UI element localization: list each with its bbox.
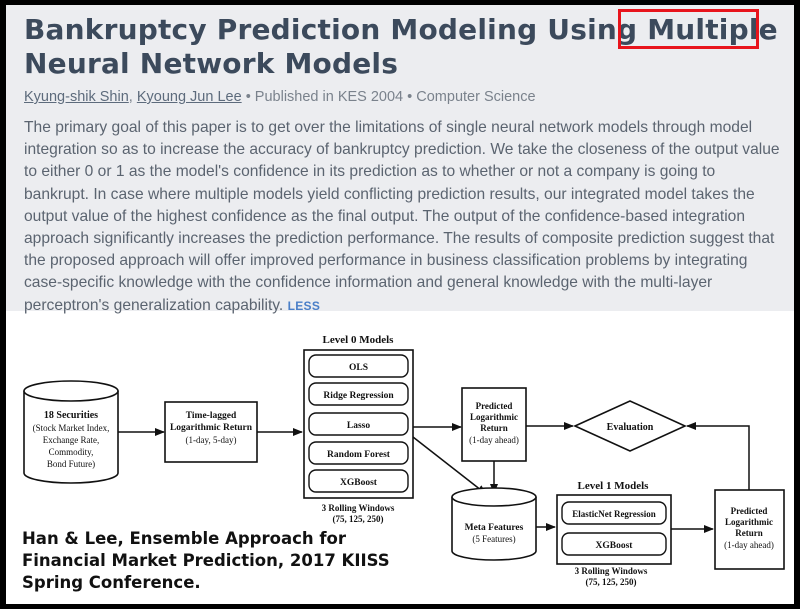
level1-model-xgboost: XGBoost bbox=[561, 532, 667, 556]
securities-database-node: 18 Securities (Stock Market Index, Excha… bbox=[23, 380, 119, 484]
level0-model-label: XGBoost bbox=[340, 478, 378, 488]
predicted-label-3: Return bbox=[480, 423, 508, 433]
paper-meta-row: Kyung-shik Shin, Kyoung Jun Lee • Publis… bbox=[24, 89, 536, 105]
level0-model-xgboost: XGBoost bbox=[308, 469, 409, 493]
paper-title-line-1[interactable]: Bankruptcy Prediction Modeling Using Mul… bbox=[24, 13, 778, 46]
level0-model-label: Random Forest bbox=[327, 450, 391, 460]
final-predicted-return-node: Predicted Logarithmic Return (1-day ahea… bbox=[714, 489, 785, 570]
time-lagged-label-3: (1-day, 5-day) bbox=[186, 435, 237, 445]
level0-model-ridge: Ridge Regression bbox=[308, 382, 409, 406]
time-lagged-label-2: Logarithmic Return bbox=[170, 423, 253, 433]
paper-abstract-panel: Bankruptcy Prediction Modeling Using Mul… bbox=[6, 5, 794, 314]
securities-label: 18 Securities bbox=[44, 410, 98, 421]
securities-detail-2: Exchange Rate, bbox=[43, 435, 99, 445]
paper-title-line-2[interactable]: Neural Network Models bbox=[24, 47, 399, 80]
predicted-label-1: Predicted bbox=[476, 401, 513, 411]
meta-features-label: Meta Features bbox=[465, 523, 524, 533]
level0-model-label: Ridge Regression bbox=[323, 391, 394, 401]
level0-title: Level 0 Models bbox=[323, 334, 395, 346]
citation-caption: Han & Lee, Ensemble Approach for Financi… bbox=[22, 529, 390, 592]
securities-detail-3: Commodity, bbox=[49, 447, 94, 457]
level0-model-random-forest: Random Forest bbox=[308, 441, 409, 465]
publication-venue: Published in KES 2004 bbox=[254, 89, 404, 105]
level0-model-label: Lasso bbox=[347, 421, 370, 431]
arrow-final-to-evaluation bbox=[686, 422, 750, 490]
level1-windows-2: (75, 125, 250) bbox=[586, 577, 637, 587]
securities-detail-1: (Stock Market Index, bbox=[33, 423, 110, 433]
final-predicted-label-3: Return bbox=[735, 528, 763, 538]
arrow-level0-to-meta bbox=[412, 436, 487, 495]
abstract-body: The primary goal of this paper is to get… bbox=[24, 119, 780, 314]
level0-windows-2: (75, 125, 250) bbox=[333, 514, 384, 524]
final-predicted-label-1: Predicted bbox=[731, 506, 768, 516]
predicted-label-4: (1-day ahead) bbox=[469, 435, 519, 445]
highlight-box-multiple bbox=[618, 9, 759, 49]
final-predicted-label-4: (1-day ahead) bbox=[724, 540, 774, 550]
author-link-1[interactable]: Kyung-shik Shin bbox=[24, 89, 129, 105]
ensemble-diagram: 18 Securities (Stock Market Index, Excha… bbox=[23, 334, 785, 587]
level0-model-lasso: Lasso bbox=[308, 412, 409, 436]
predicted-label-2: Logarithmic bbox=[470, 412, 518, 422]
securities-detail-4: Bond Future) bbox=[47, 459, 95, 469]
screenshot-frame: Bankruptcy Prediction Modeling Using Mul… bbox=[6, 5, 794, 604]
less-link[interactable]: LESS bbox=[287, 298, 321, 313]
level0-model-label: OLS bbox=[349, 363, 368, 373]
level1-title: Level 1 Models bbox=[578, 480, 650, 492]
final-predicted-label-2: Logarithmic bbox=[725, 517, 773, 527]
meta-separator: • bbox=[407, 89, 413, 105]
meta-features-database-node: Meta Features (5 Features) bbox=[451, 487, 537, 561]
meta-features-count: (5 Features) bbox=[472, 534, 515, 544]
meta-separator: • bbox=[245, 89, 251, 105]
author-link-2[interactable]: Kyoung Jun Lee bbox=[136, 89, 242, 105]
evaluation-label: Evaluation bbox=[607, 422, 654, 433]
time-lagged-node: Time-lagged Logarithmic Return (1-day, 5… bbox=[164, 401, 258, 463]
level1-windows-1: 3 Rolling Windows bbox=[575, 566, 648, 576]
level0-model-ols: OLS bbox=[308, 354, 409, 378]
field-of-study: Computer Science bbox=[416, 89, 536, 105]
predicted-return-node: Predicted Logarithmic Return (1-day ahea… bbox=[461, 387, 527, 462]
evaluation-node: Evaluation bbox=[573, 400, 687, 452]
level1-model-label: XGBoost bbox=[596, 541, 634, 551]
level0-windows-1: 3 Rolling Windows bbox=[322, 503, 395, 513]
level1-model-label: ElasticNet Regression bbox=[572, 509, 656, 519]
time-lagged-label-1: Time-lagged bbox=[186, 411, 237, 421]
abstract-text: The primary goal of this paper is to get… bbox=[24, 117, 784, 317]
level1-model-elasticnet: ElasticNet Regression bbox=[561, 501, 667, 525]
